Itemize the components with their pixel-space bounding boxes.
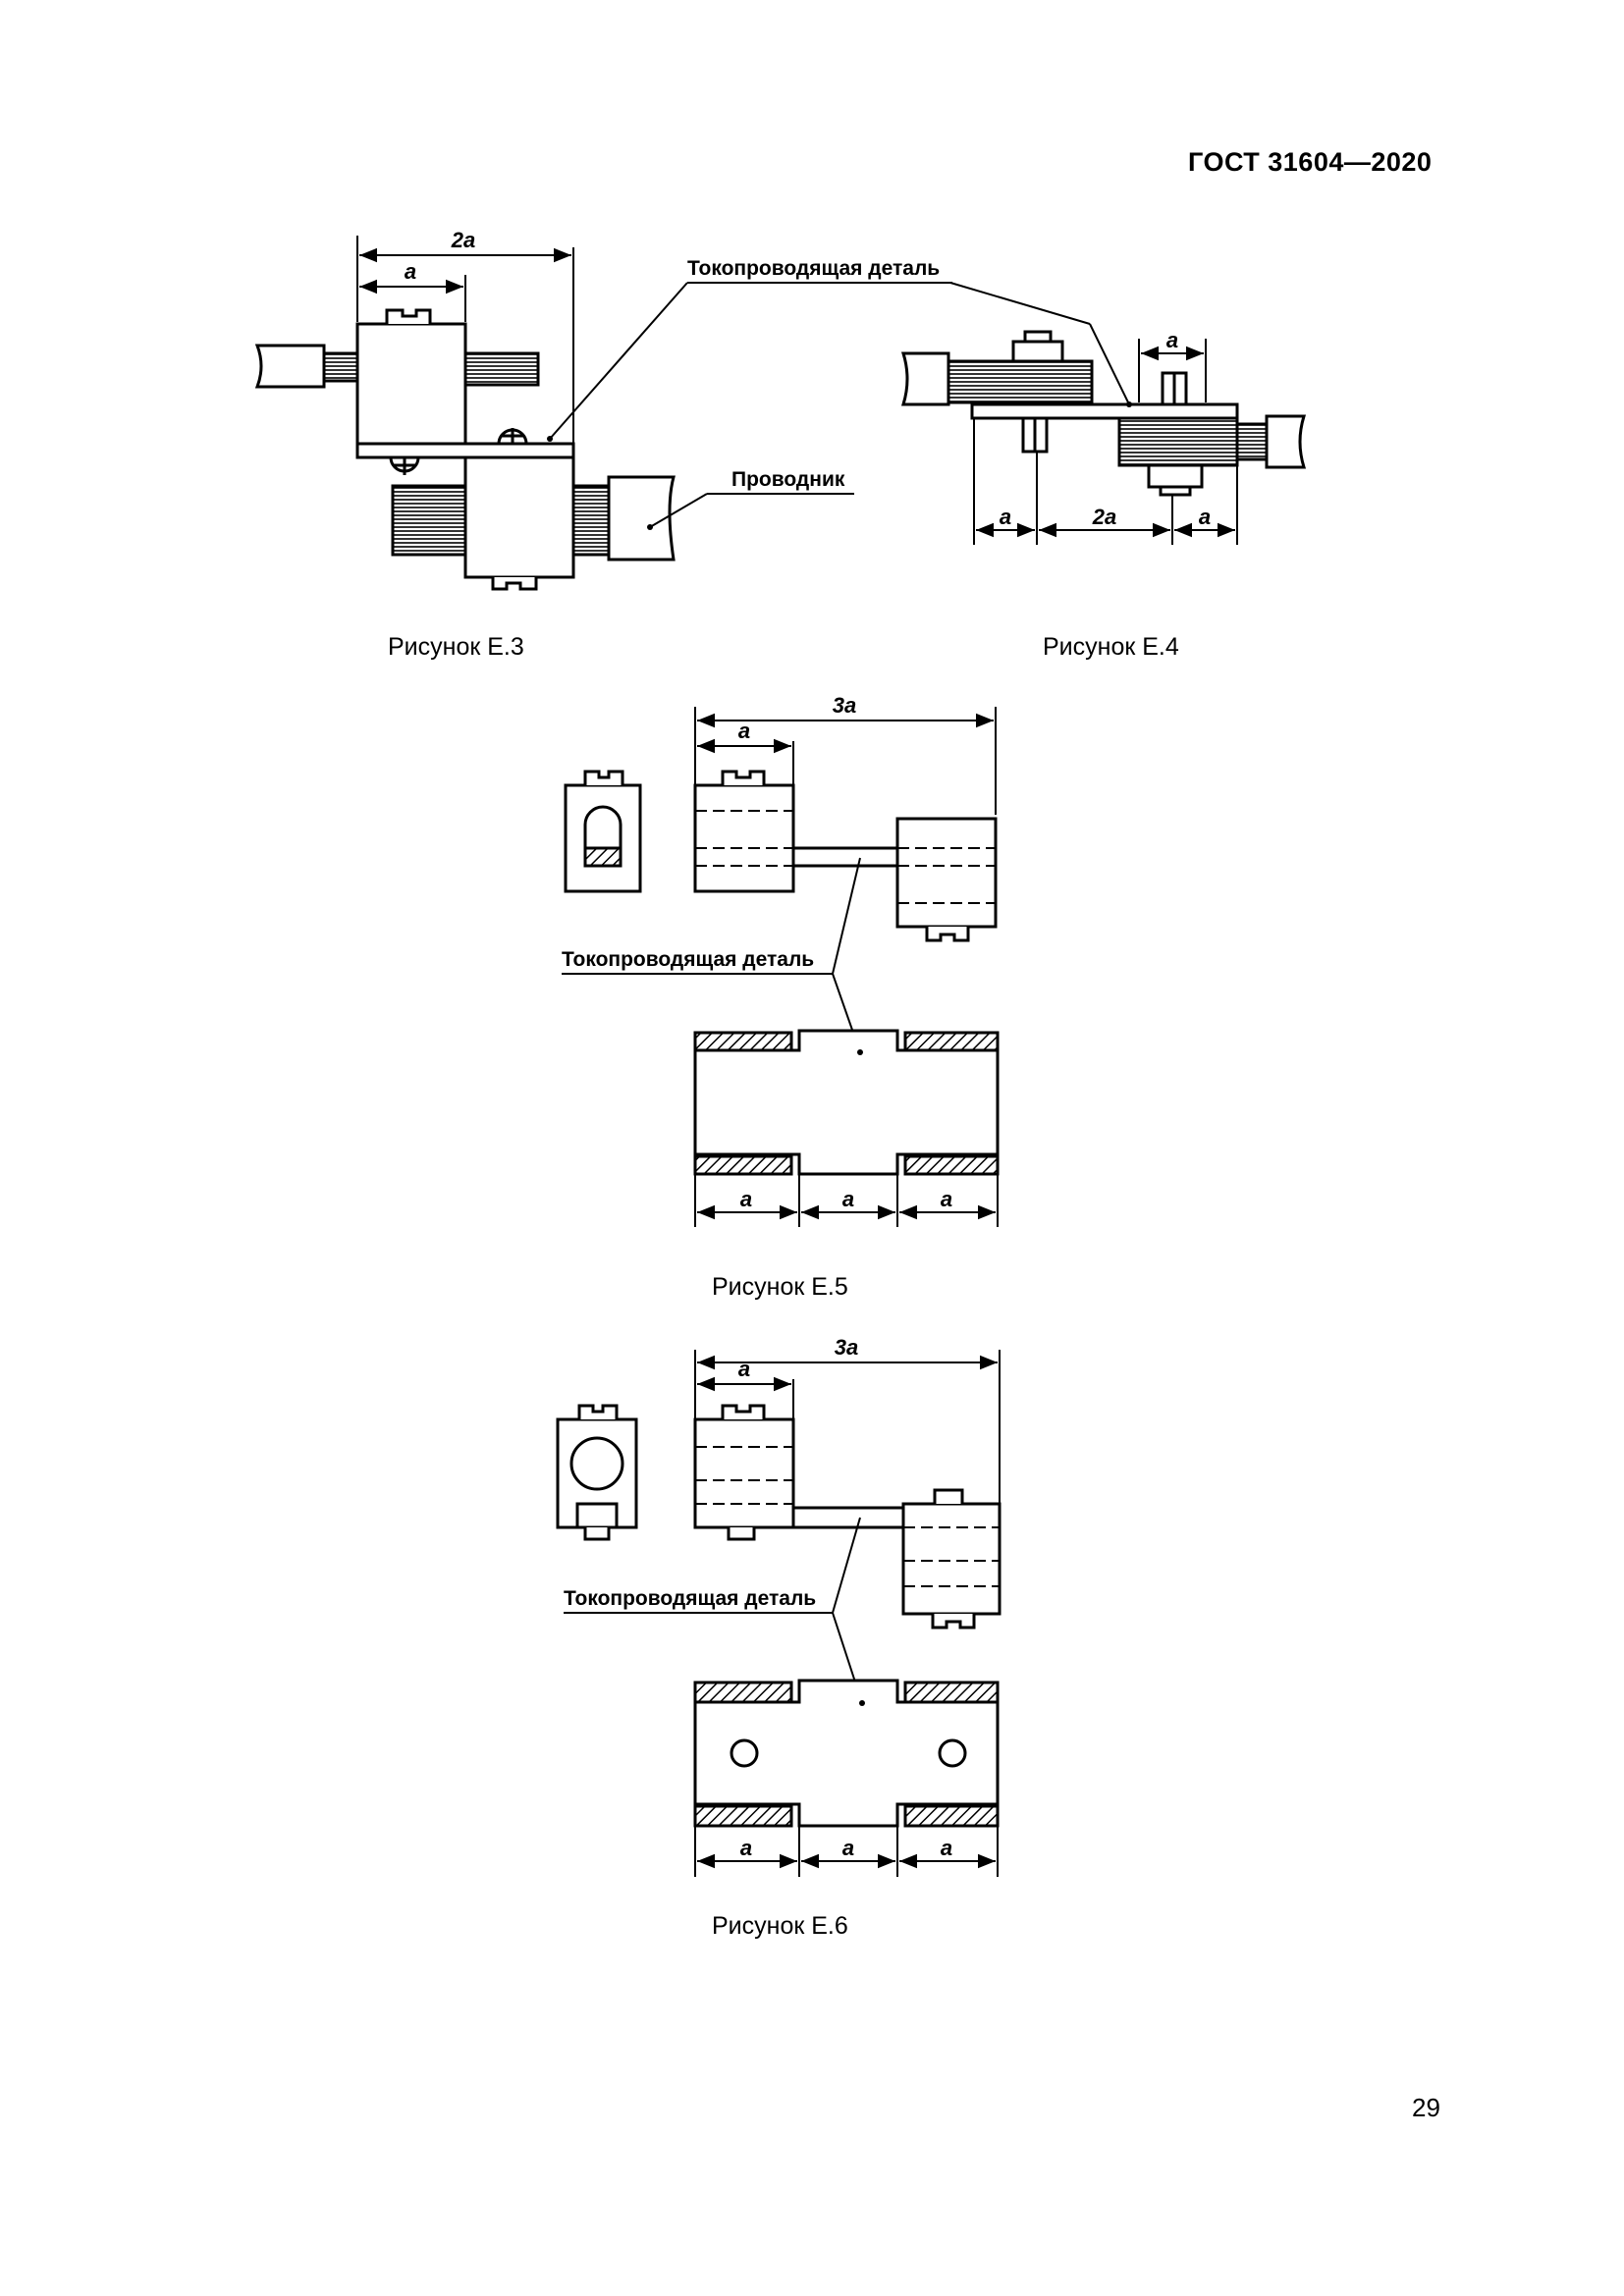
dim-bottom-a-2: a (842, 1187, 854, 1211)
dim-bottom-a-3: a (941, 1836, 952, 1860)
caption-e5: Рисунок Е.5 (712, 1273, 848, 1301)
page-number: 29 (1412, 2093, 1440, 2122)
dim-top-a: a (1166, 328, 1178, 352)
dim-right-a: a (1199, 505, 1211, 529)
figure-e3-drawing: 2a a Токопроводящая деталь Проводник (254, 228, 952, 591)
dim-3a: 3a (833, 693, 856, 718)
standard-header: ГОСТ 31604—2020 (1188, 147, 1433, 177)
figure-e6-drawing: 3a a Токопроводящая деталь a a a (556, 1335, 1001, 1877)
caption-e4: Рисунок Е.4 (1043, 633, 1179, 661)
dim-a: a (738, 1357, 750, 1381)
dim-3a: 3a (835, 1335, 858, 1360)
label-conductive-part: Токопроводящая деталь (564, 1587, 816, 1610)
dim-a: a (405, 259, 416, 284)
dim-bottom-a-2: a (842, 1836, 854, 1860)
dim-a: a (738, 719, 750, 743)
dim-bottom-a-1: a (740, 1836, 752, 1860)
label-conductive-part: Токопроводящая деталь (562, 948, 814, 971)
dim-2a: 2a (451, 228, 475, 252)
caption-e3: Рисунок Е.3 (388, 633, 524, 661)
dim-left-a: a (1000, 505, 1011, 529)
caption-e6: Рисунок Е.6 (712, 1912, 848, 1940)
label-conductive-part: Токопроводящая деталь (687, 257, 940, 280)
leader-conductive-part-e4 (949, 282, 1132, 407)
label-conductor: Проводник (731, 468, 845, 491)
dim-middle-2a: 2a (1092, 505, 1116, 529)
dim-bottom-a-1: a (740, 1187, 752, 1211)
figure-e4-drawing: a a 2a a (900, 328, 1307, 545)
figure-e5-drawing: 3a a Токопроводящая деталь a a a (562, 693, 1000, 1227)
dim-bottom-a-3: a (941, 1187, 952, 1211)
